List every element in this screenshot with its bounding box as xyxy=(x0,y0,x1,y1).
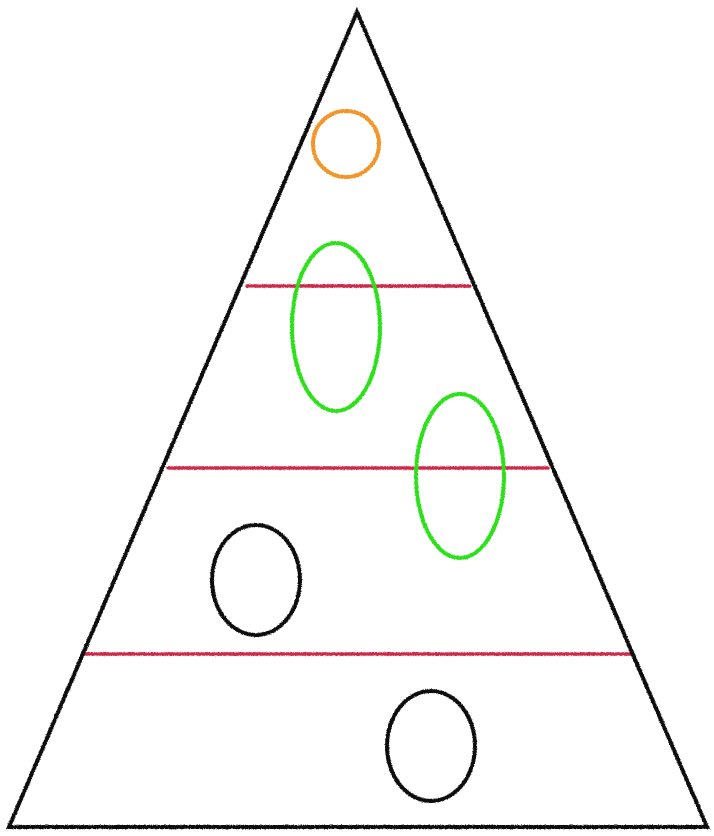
triangle-outline xyxy=(5,6,711,829)
black-ring-upper xyxy=(210,523,302,637)
green-ring-lower xyxy=(414,392,506,560)
green-ring-upper xyxy=(290,241,382,413)
orange-ring xyxy=(311,109,381,179)
black-ring-lower xyxy=(385,689,477,803)
